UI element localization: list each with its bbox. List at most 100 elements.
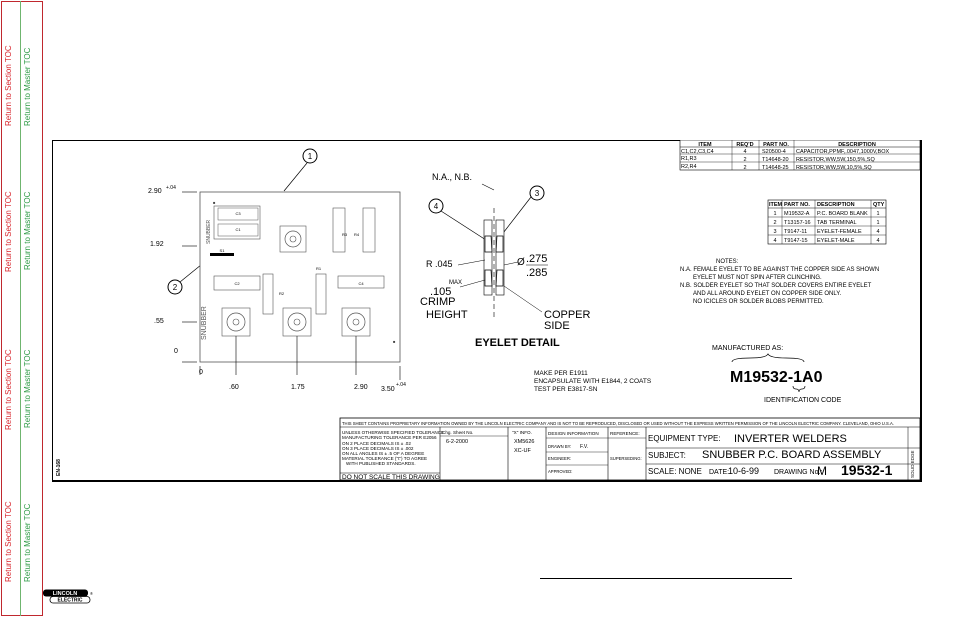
svg-text:4: 4 bbox=[876, 229, 879, 235]
svg-text:0: 0 bbox=[199, 369, 203, 376]
svg-text:1: 1 bbox=[876, 211, 879, 217]
eyelet-detail-title: EYELET DETAIL bbox=[475, 337, 560, 349]
board-label-snubber-left: SNUBBER bbox=[201, 306, 208, 340]
svg-text:ENGINEER:: ENGINEER: bbox=[548, 456, 571, 461]
svg-text:ITEM: ITEM bbox=[769, 202, 783, 208]
svg-text:1.75: 1.75 bbox=[291, 384, 305, 391]
svg-text:SIDE: SIDE bbox=[544, 320, 570, 332]
svg-text:DESCRIPTION: DESCRIPTION bbox=[838, 142, 876, 148]
engineering-drawing: 1 2 3 4 ■ SNUBBER C3 C1 S1 C2 bbox=[52, 140, 922, 482]
sidebar: Return to Section TOC Return to Master T… bbox=[0, 0, 43, 618]
svg-text:T9147-11: T9147-11 bbox=[784, 229, 807, 235]
svg-text:DATE:: DATE: bbox=[709, 469, 729, 476]
svg-text:2: 2 bbox=[773, 220, 776, 226]
svg-text:Chg. Sheet No.: Chg. Sheet No. bbox=[442, 430, 473, 435]
svg-text:AND ALL AROUND EYELET ON COPPE: AND ALL AROUND EYELET ON COPPER SIDE ONL… bbox=[693, 291, 841, 297]
component-r4: R4 bbox=[354, 232, 360, 237]
svg-text:DRAWING No.:: DRAWING No.: bbox=[774, 469, 822, 476]
svg-text:4: 4 bbox=[743, 149, 746, 155]
svg-text:DRAWN BY:: DRAWN BY: bbox=[548, 444, 571, 449]
svg-text:PART NO.: PART NO. bbox=[763, 142, 789, 148]
return-to-master-toc-link-2[interactable]: Return to Master TOC bbox=[23, 191, 32, 270]
svg-text:EYELET MUST NOT SPIN AFTER CLI: EYELET MUST NOT SPIN AFTER CLINCHING. bbox=[693, 275, 822, 281]
svg-text:ON 3 PLACE DECIMALS IS ± .002: ON 3 PLACE DECIMALS IS ± .002 bbox=[342, 446, 414, 451]
svg-text:N.B. SOLDER EYELET SO THAT SOL: N.B. SOLDER EYELET SO THAT SOLDER COVERS… bbox=[680, 283, 872, 289]
svg-text:N.A. FEMALE EYELET TO BE AGAIN: N.A. FEMALE EYELET TO BE AGAINST THE COP… bbox=[680, 267, 879, 273]
svg-text:LINCOLN: LINCOLN bbox=[53, 591, 77, 597]
svg-text:ITEM: ITEM bbox=[698, 142, 712, 148]
svg-text:3.50: 3.50 bbox=[381, 386, 395, 393]
svg-text:WITH PUBLISHED STANDARDS.: WITH PUBLISHED STANDARDS. bbox=[346, 461, 416, 466]
svg-text:EYELET-MALE: EYELET-MALE bbox=[817, 238, 855, 244]
svg-text:■: ■ bbox=[213, 200, 216, 205]
svg-text:MAX: MAX bbox=[449, 280, 462, 286]
return-to-master-toc-link-4[interactable]: Return to Master TOC bbox=[23, 503, 32, 582]
svg-text:.285: .285 bbox=[526, 267, 547, 279]
parts-table: ITEM REQ'D PART NO. DESCRIPTION C1,C2,C3… bbox=[679, 140, 921, 171]
svg-text:T14648-25: T14648-25 bbox=[762, 165, 789, 171]
return-to-section-toc-link-1[interactable]: Return to Section TOC bbox=[4, 45, 13, 126]
svg-text:4: 4 bbox=[773, 238, 776, 244]
svg-text:NOTES:: NOTES: bbox=[716, 259, 739, 265]
do-not-scale: DO NOT SCALE THIS DRAWING bbox=[342, 474, 440, 481]
svg-text:R2,R4: R2,R4 bbox=[681, 164, 697, 170]
svg-text:SUBJECT:: SUBJECT: bbox=[648, 451, 686, 460]
svg-text:2.90: 2.90 bbox=[148, 188, 162, 195]
component-c2: C2 bbox=[234, 281, 240, 286]
manufactured-as: MANUFACTURED AS: M19532-1A0 IDENTIFICATI… bbox=[712, 345, 842, 404]
svg-text:CAPACITOR,PPMF,.0047,1000V,BOX: CAPACITOR,PPMF,.0047,1000V,BOX bbox=[796, 149, 889, 155]
return-to-master-toc-link-1[interactable]: Return to Master TOC bbox=[23, 47, 32, 126]
svg-text:0: 0 bbox=[174, 348, 178, 355]
svg-text:UNLESS OTHERWISE SPECIFIED TOL: UNLESS OTHERWISE SPECIFIED TOLERANCE bbox=[342, 430, 444, 435]
svg-text:F.V.: F.V. bbox=[580, 444, 588, 450]
title-block: THIS SHEET CONTAINS PROPRIETARY INFORMAT… bbox=[339, 417, 921, 481]
svg-text:®: ® bbox=[90, 591, 93, 596]
footer-rule bbox=[540, 578, 792, 579]
svg-text:2: 2 bbox=[173, 283, 178, 292]
lincoln-electric-logo: LINCOLN ELECTRIC ® bbox=[43, 589, 93, 604]
svg-text:1: 1 bbox=[308, 152, 313, 161]
make-per-notes: MAKE PER E1911 ENCAPSULATE WITH E1844, 2… bbox=[534, 370, 652, 393]
en-number: EN-168 bbox=[56, 459, 62, 476]
svg-text:R .045: R .045 bbox=[426, 259, 453, 269]
svg-text:3: 3 bbox=[535, 189, 540, 198]
drawing-number: 19532-1 bbox=[841, 462, 893, 478]
balloon-3: 3 bbox=[499, 185, 545, 238]
svg-text:.55: .55 bbox=[154, 318, 164, 325]
svg-text:+.04: +.04 bbox=[166, 185, 176, 191]
svg-text:MAKE PER E1911: MAKE PER E1911 bbox=[534, 370, 588, 377]
svg-text:COPPER: COPPER bbox=[544, 309, 591, 321]
return-to-section-toc-link-4[interactable]: Return to Section TOC bbox=[4, 501, 13, 582]
svg-text:HEIGHT: HEIGHT bbox=[426, 309, 468, 321]
svg-text:1.92: 1.92 bbox=[150, 241, 164, 248]
svg-text:REQ'D: REQ'D bbox=[736, 142, 753, 148]
svg-text:QTY: QTY bbox=[873, 202, 885, 208]
notes: NOTES: N.A. FEMALE EYELET TO BE AGAINST … bbox=[680, 259, 879, 305]
svg-text:3: 3 bbox=[773, 229, 776, 235]
pc-board: ■ SNUBBER C3 C1 S1 C2 R3 R4 C4 R2 R1 bbox=[199, 191, 401, 363]
svg-text:.275: .275 bbox=[526, 253, 547, 265]
tab-terminal bbox=[210, 253, 234, 256]
component-s1: S1 bbox=[220, 248, 226, 253]
svg-text:SCALE: NONE: SCALE: NONE bbox=[648, 467, 702, 476]
svg-text:R1,R3: R1,R3 bbox=[681, 156, 697, 162]
svg-text:+.04: +.04 bbox=[396, 382, 406, 388]
return-to-master-toc-link-3[interactable]: Return to Master TOC bbox=[23, 349, 32, 428]
svg-text:1: 1 bbox=[876, 220, 879, 226]
component-r3: R3 bbox=[342, 232, 348, 237]
svg-text:2.90: 2.90 bbox=[354, 384, 368, 391]
dimension-labels: 2.90 +.04 1.92 .55 0 0 .60 1.75 2.90 3.5… bbox=[148, 185, 406, 393]
svg-text:ON ALL ANGLES IS ± .5 OF A DEG: ON ALL ANGLES IS ± .5 OF A DEGREE bbox=[342, 451, 424, 456]
dimension-lines bbox=[182, 191, 401, 380]
tolerance-block: UNLESS OTHERWISE SPECIFIED TOLERANCE MAN… bbox=[342, 430, 444, 466]
svg-text:ON 2 PLACE DECIMALS IS ± .02: ON 2 PLACE DECIMALS IS ± .02 bbox=[342, 441, 411, 446]
board-label-snubber-top: SNUBBER bbox=[206, 219, 212, 244]
return-to-section-toc-link-2[interactable]: Return to Section TOC bbox=[4, 191, 13, 272]
svg-text:PART NO.: PART NO. bbox=[784, 202, 810, 208]
svg-text:T9147-15: T9147-15 bbox=[784, 238, 808, 244]
svg-text:M: M bbox=[817, 464, 827, 478]
return-to-section-toc-link-3[interactable]: Return to Section TOC bbox=[4, 349, 13, 430]
svg-text:4: 4 bbox=[434, 202, 439, 211]
svg-text:1: 1 bbox=[773, 211, 776, 217]
svg-text:■: ■ bbox=[393, 339, 396, 344]
